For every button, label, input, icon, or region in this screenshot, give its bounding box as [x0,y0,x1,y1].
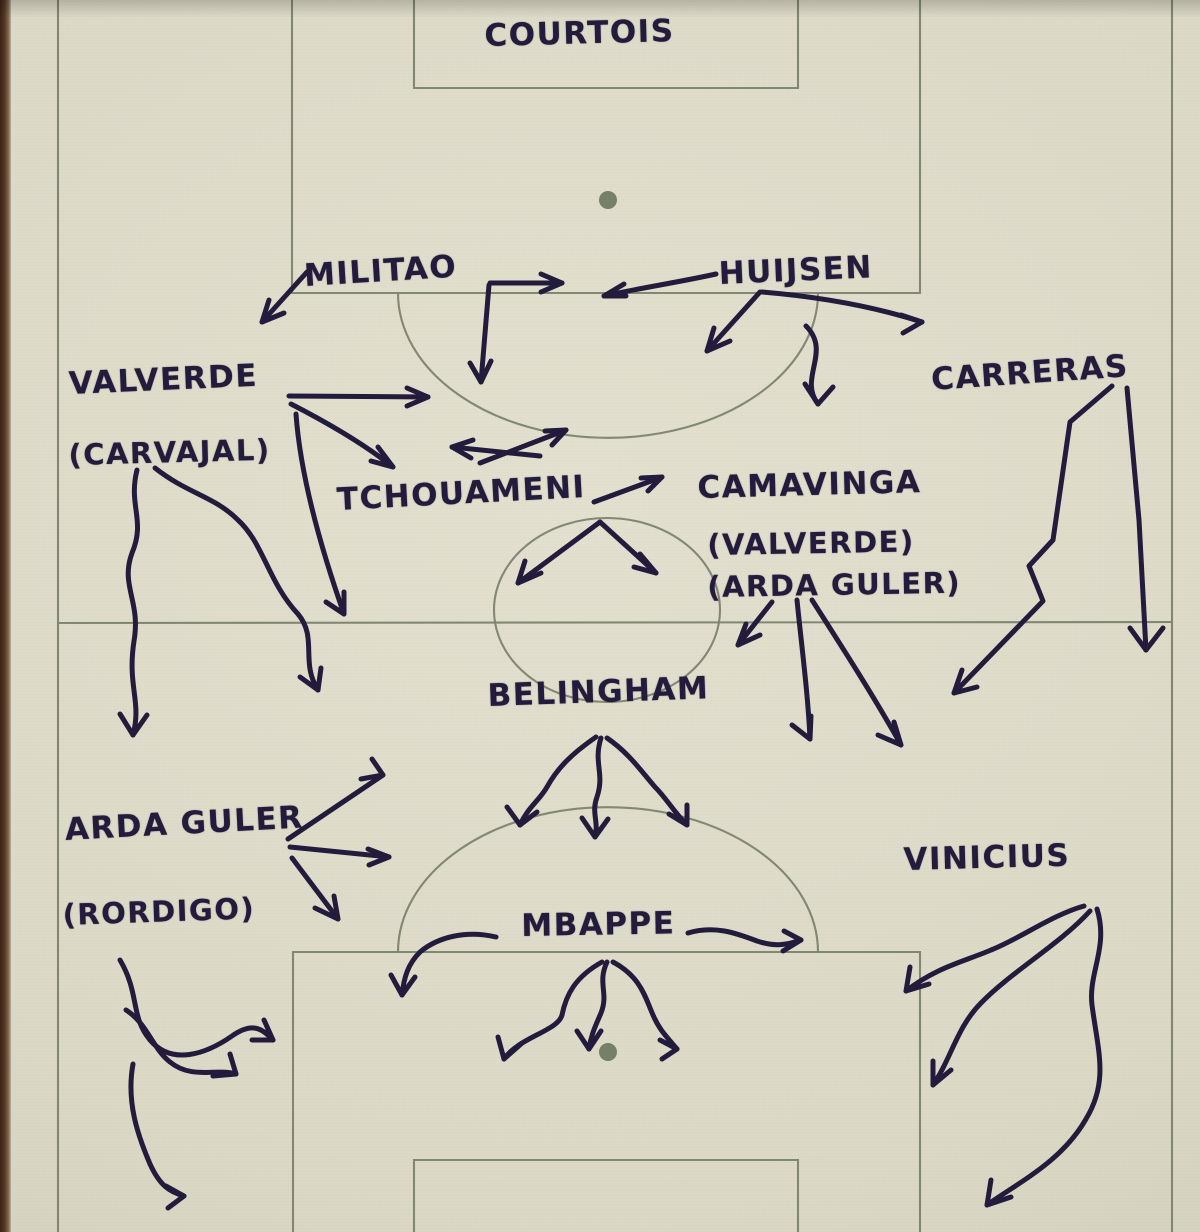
top-penalty-spot [599,191,617,209]
player-alt-label-carvajal: (CARVAJAL) [68,432,272,472]
player-label-mbappe: MBAPPE [521,905,676,944]
arrow-ardaguler-right [287,844,392,868]
arrow-belingham-wave-mid [579,735,611,840]
player-label-vinicius: VINICIUS [903,837,1071,878]
bottom-penalty-arc [396,806,820,953]
arrow-belingham-wave-right [604,735,690,828]
arrow-carreras-run-outside [1124,385,1166,653]
player-label-camavinga: CAMAVINGA [697,464,922,506]
arrow-tchouameni-split-left [449,437,543,461]
player-alt-label-arda-guler: (ARDA GULER) [707,565,962,604]
arrow-center-split-right [597,519,659,576]
bottom-penalty-box [291,950,922,1232]
halfway-line [57,620,1173,625]
arrow-rodrygo-wave-inner [123,1007,239,1079]
arrow-rodrygo-wave-outer [117,957,276,1058]
arrow-ardaguler-up-right [285,756,386,842]
arrow-tchouameni-to-camavinga [591,474,665,505]
arrow-belingham-wave-left [504,734,599,828]
arrow-camavinga-drop-left [735,599,775,648]
player-label-huijsen: HUIJSEN [718,249,874,292]
top-penalty-arc [396,292,820,439]
bottom-penalty-spot [599,1043,617,1061]
arrow-mbappe-drop-left [495,959,605,1062]
arrow-huijsen-wide-left [704,289,763,354]
player-alt-label-rodrygo: (RORDIGO) [62,891,256,932]
player-alt-label-valverde: (VALVERDE) [707,524,915,562]
arrow-center-split-left [515,519,603,586]
arrow-mbappe-drop-mid [574,959,610,1052]
arrow-rodrygo-run-down [128,1061,187,1211]
arrow-tchouameni-split-right [477,427,569,466]
arrow-valverde-forward-up [286,385,431,409]
arrow-huijsen-inward-left [601,271,719,299]
arrow-vinicius-run-deep [984,906,1104,1208]
top-goal-box [412,0,800,90]
arrow-valverde-inside-diag [288,401,396,470]
center-circle [492,516,722,704]
photo-left-edge [0,0,11,1232]
arrow-mbappe-wave-out-left [388,931,499,998]
arrow-carreras-run-inside [951,383,1115,696]
arrow-camavinga-down-right [809,597,904,748]
arrow-ardaguler-down-right [289,855,341,922]
arrow-vinicius-cut-inside [903,903,1087,994]
arrow-militao-drop-down [467,282,494,385]
arrow-huijsen-wide-right [759,289,925,336]
arrow-mbappe-wave-out-right [685,927,804,954]
arrow-militao-forward-right [487,271,565,295]
arrow-valverde-wave-inside [152,465,324,693]
arrow-militao-back-left [259,269,310,325]
arrow-valverde-wave-left [117,467,150,738]
arrow-vinicius-run-diagonal [930,908,1093,1088]
arrow-valverde-deep-run [293,411,347,617]
bottom-goal-box [412,1158,800,1232]
arrow-huijsen-wave-down [802,323,836,407]
arrow-camavinga-down [789,597,814,742]
player-label-courtois: COURTOIS [484,13,676,54]
arrow-mbappe-drop-right [610,959,680,1062]
